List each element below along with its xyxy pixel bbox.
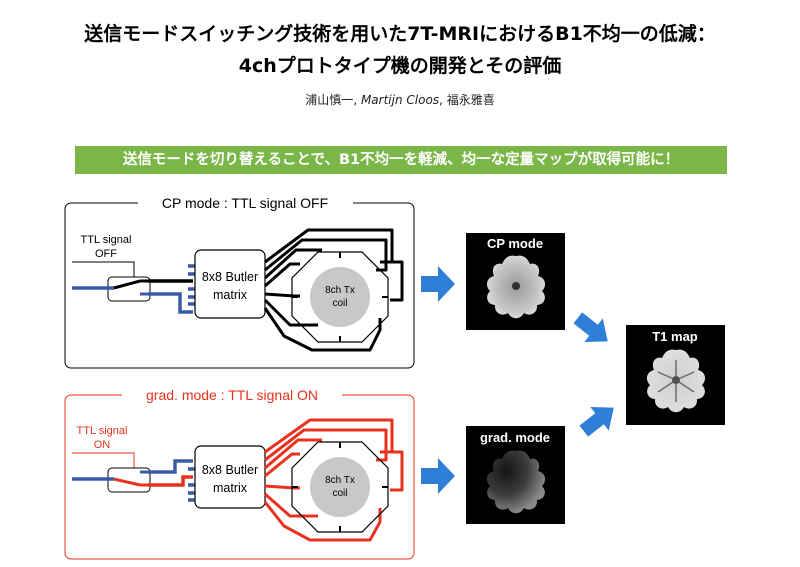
grad-mode-image-label: grad. mode	[480, 430, 550, 445]
title-line-2: 4chプロトタイプ機の開発とその評価	[238, 55, 562, 77]
cp-butler-label-line1: 8x8 Butler	[202, 270, 258, 284]
grad-panel-header: grad. mode : TTL signal ON	[146, 387, 318, 403]
t1-map-image-label: T1 map	[652, 329, 698, 344]
summary-banner: 送信モードを切り替えることで、B1不均一を軽減、均一な定量マップが取得可能に！	[75, 146, 727, 174]
cp-panel-header: CP mode : TTL signal OFF	[162, 195, 328, 211]
grad-coil-label-line1: 8ch Tx	[325, 475, 355, 486]
grad-mode-panel: grad. mode : TTL signal ON TTL signal ON…	[64, 387, 415, 560]
authors: 浦山慎一, Martijn Cloos, 福永雅喜	[0, 91, 800, 108]
arrow-up-right-icon	[579, 406, 614, 437]
cp-rf-switch	[72, 264, 195, 314]
arrow-down-right-icon	[573, 312, 608, 343]
title-line-1: 送信モードスイッチング技術を用いた7T-MRIにおけるB1不均一の低減：	[84, 23, 716, 45]
cp-ttl-label-line1: TTL signal	[81, 234, 132, 246]
cp-mode-image: CP mode	[466, 233, 565, 330]
author-1: 浦山慎一	[305, 93, 354, 107]
cp-butler-label-line2: matrix	[213, 288, 248, 302]
cp-coil-label-line2: coil	[332, 298, 347, 309]
grad-coil: 8ch Tx coil	[291, 441, 389, 533]
grad-ttl-label-line1: TTL signal	[77, 425, 128, 437]
grad-rf-switch	[72, 459, 195, 502]
grad-ttl-signal-line	[72, 452, 135, 469]
grad-ttl-label-line2: ON	[94, 439, 111, 451]
cp-ttl-label-line2: OFF	[95, 248, 117, 260]
cp-header-backdrop	[138, 195, 353, 211]
grad-butler-matrix	[194, 445, 266, 509]
arrow-right-icon	[421, 458, 455, 494]
author-separator: ,	[439, 93, 447, 107]
arrow-right-icon	[421, 266, 455, 302]
grad-header-backdrop	[122, 387, 342, 403]
author-2: Martijn Cloos	[360, 93, 440, 107]
cp-mode-panel: CP mode : TTL signal OFF TTL signal OFF …	[64, 195, 415, 369]
cp-mode-image-label: CP mode	[487, 236, 543, 251]
author-3: 福永雅喜	[446, 93, 495, 107]
cp-coil-label-line1: 8ch Tx	[325, 285, 355, 296]
cp-coil-cables	[263, 228, 404, 352]
grad-coil-label-line2: coil	[332, 488, 347, 499]
author-separator: ,	[353, 93, 361, 107]
grad-mode-image: grad. mode	[466, 426, 565, 524]
cp-coil: 8ch Tx coil	[291, 251, 389, 343]
cp-ttl-signal-line	[72, 261, 135, 278]
cp-butler-matrix	[194, 249, 266, 319]
t1-map-image: T1 map	[626, 325, 725, 425]
grad-butler-label-line1: 8x8 Butler	[202, 463, 258, 477]
grad-butler-label-line2: matrix	[213, 481, 248, 495]
